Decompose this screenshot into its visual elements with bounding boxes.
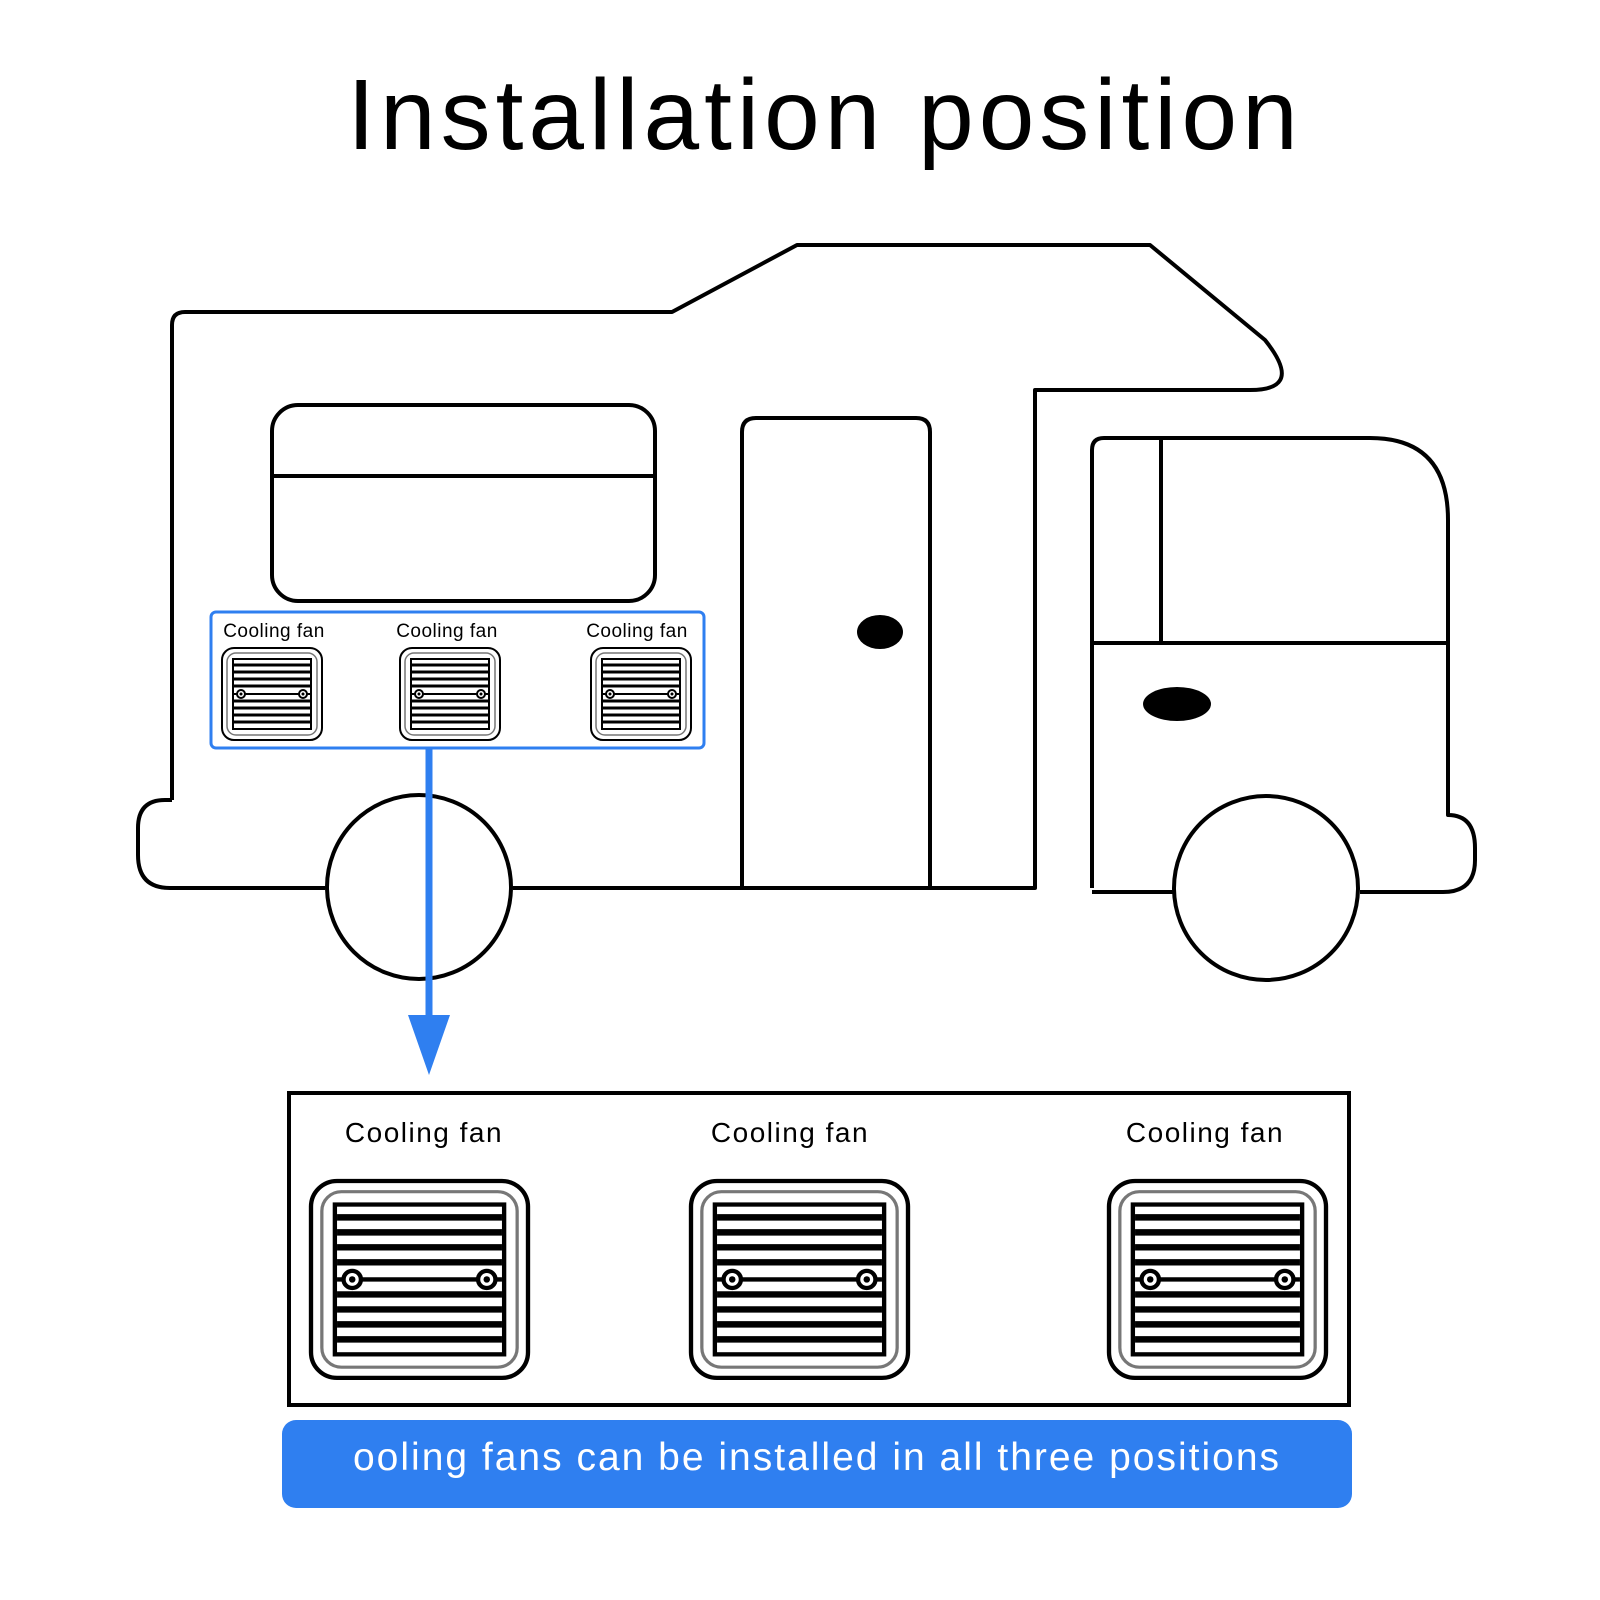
fan-position-label: Cooling fan [223,621,325,642]
page-title: Installation position [347,59,1303,171]
banner-text: ooling fans can be installed in all thre… [352,1436,1282,1479]
detail-fan-label: Cooling fan [345,1117,503,1148]
down-arrow [408,749,450,1075]
front-wheel [1172,794,1360,982]
cooling-fan-vent-icon [1109,1181,1326,1378]
cooling-fan-vent-icon [589,646,693,742]
fan-position-label: Cooling fan [396,621,498,642]
cooling-fan-vent-icon [398,646,502,742]
fan-position-label: Cooling fan [586,621,688,642]
rear-wheel [325,793,513,981]
detail-box: Cooling fan Cooling fan Cooling fan [287,1091,1351,1407]
cooling-fan-vent-icon [220,646,324,742]
info-banner: ooling fans can be installed in all thre… [282,1420,1352,1508]
fan-positions-panel: Cooling fan Cooling fan Cooling fan [209,610,706,750]
cooling-fan-vent-icon [311,1181,528,1378]
door-handle [857,615,903,649]
detail-fan-label: Cooling fan [711,1117,869,1148]
motorhome-outline [136,243,1477,894]
window [270,403,657,603]
cab-door-handle [1143,687,1211,721]
detail-fan-label: Cooling fan [1126,1117,1284,1148]
cooling-fan-vent-icon [691,1181,908,1378]
